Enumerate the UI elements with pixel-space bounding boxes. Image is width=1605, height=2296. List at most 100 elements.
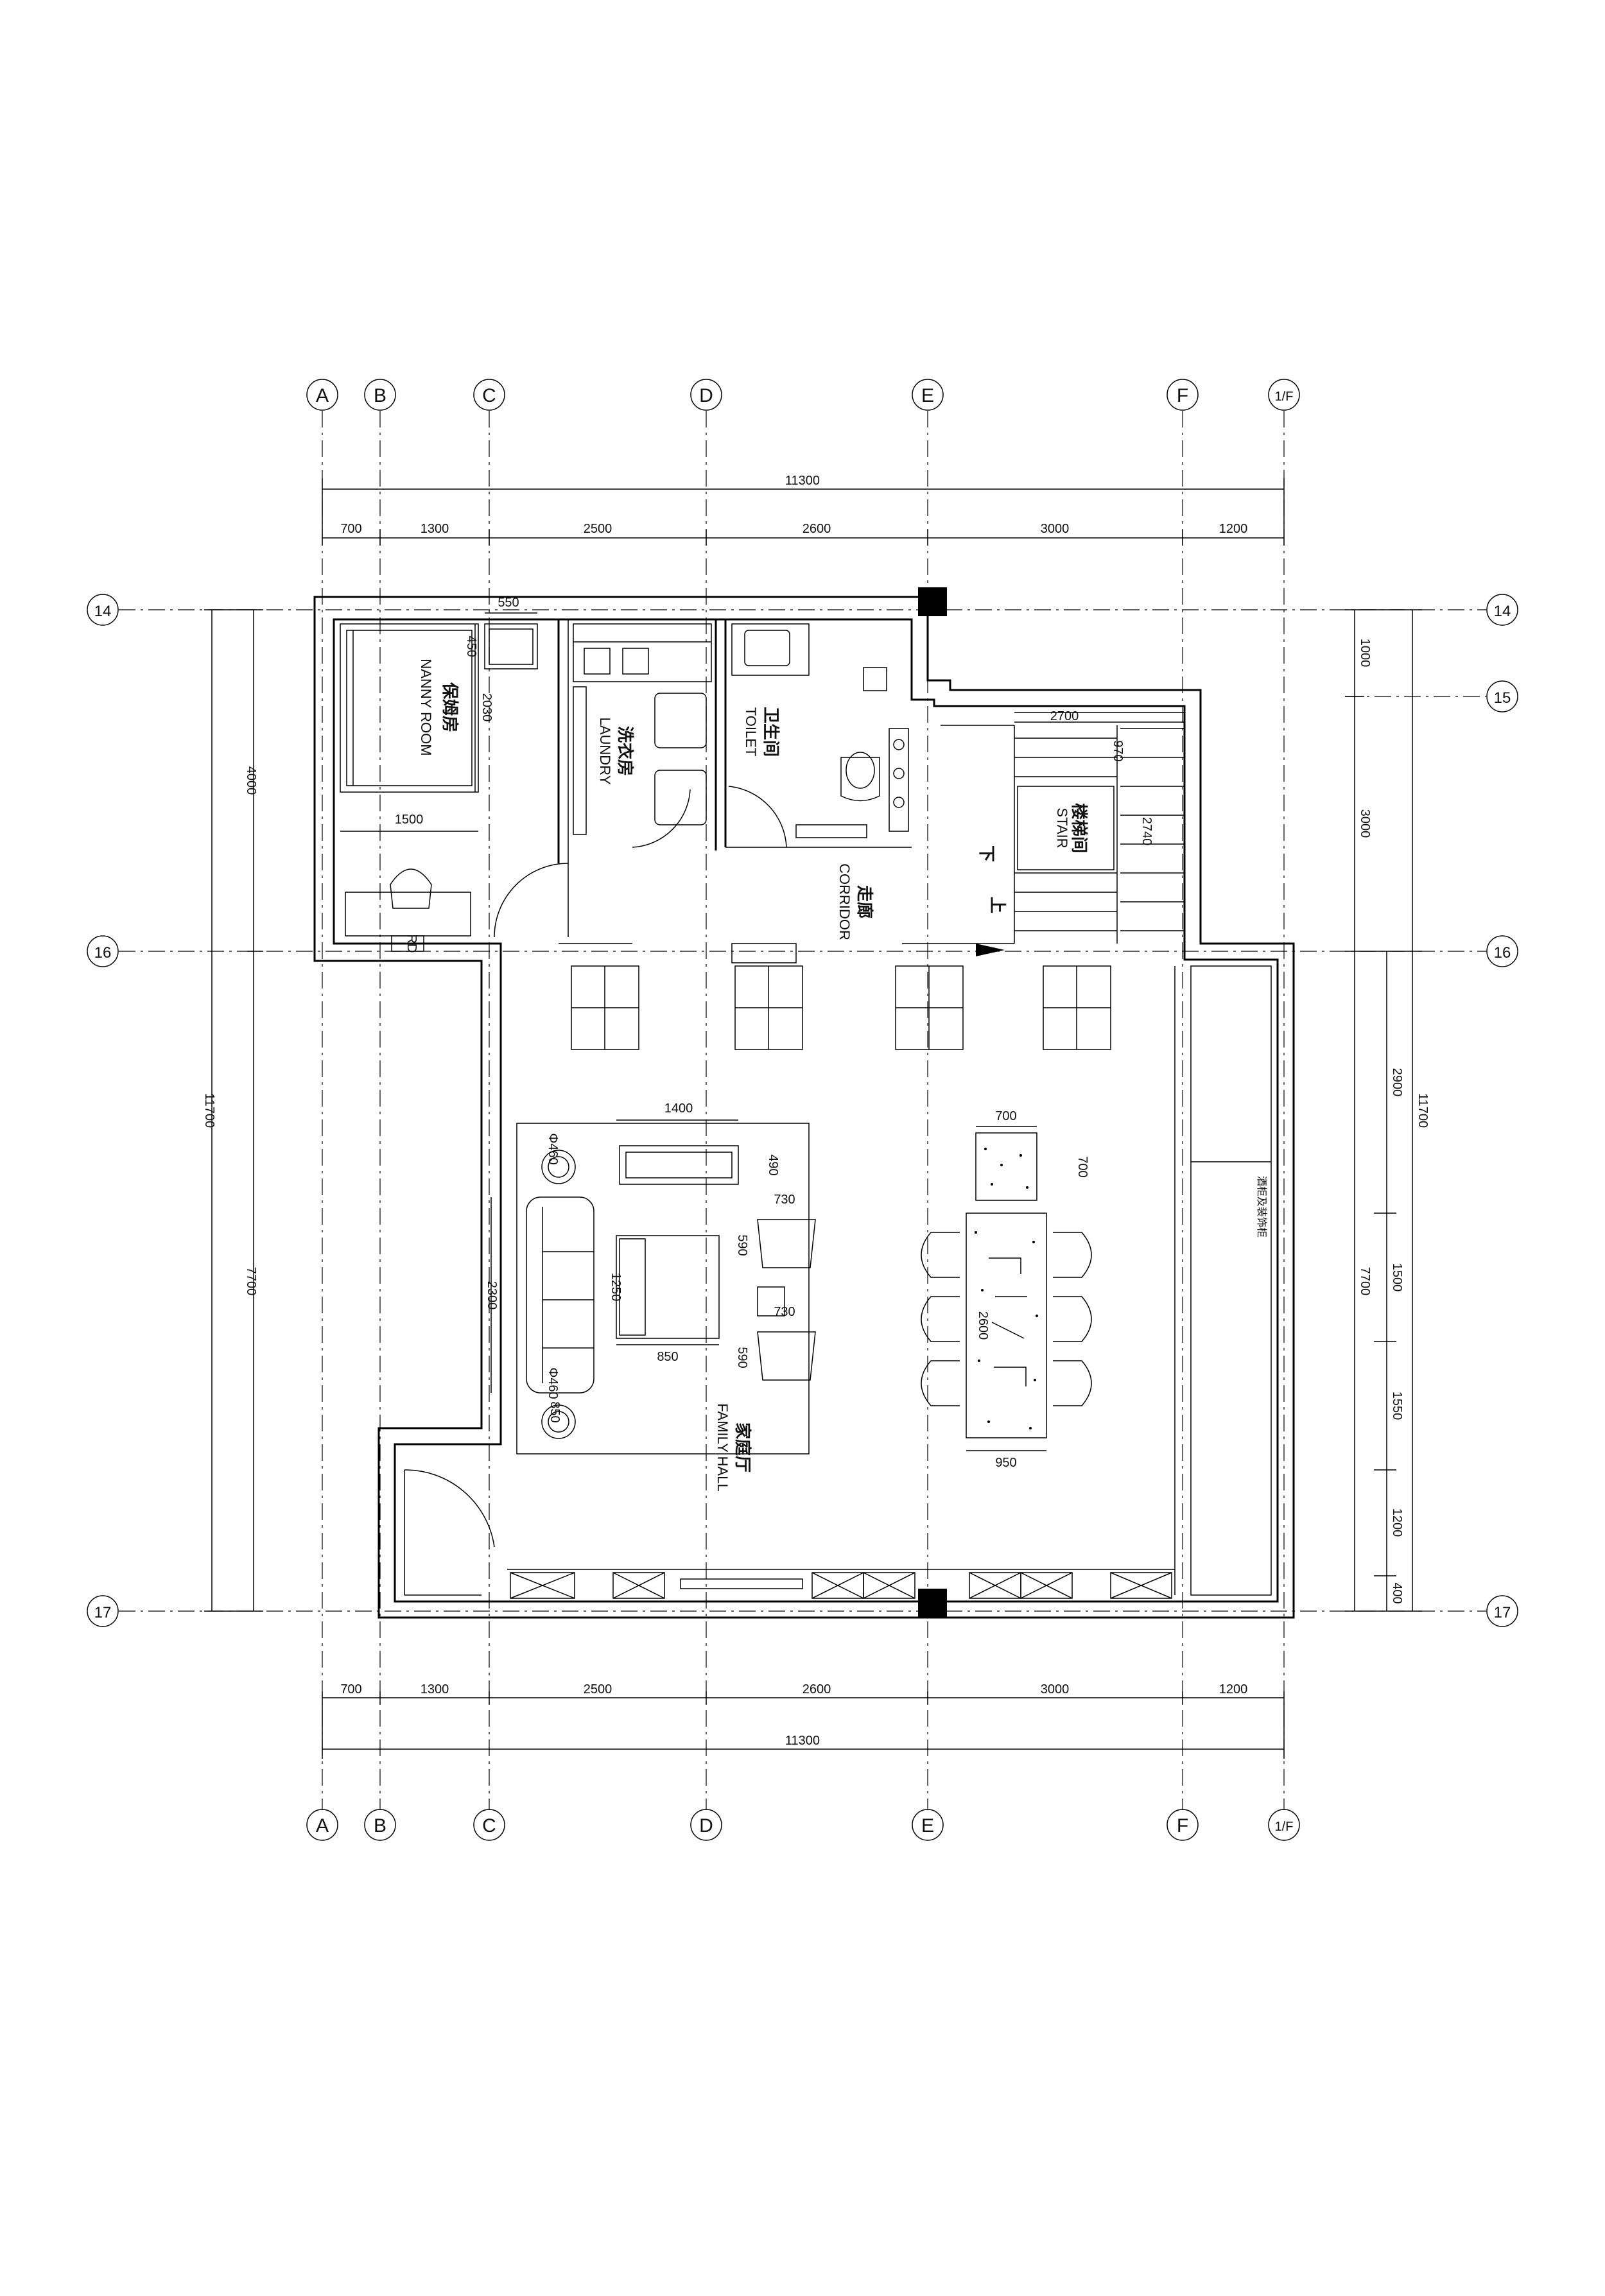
dimension-label: 2300 xyxy=(485,1281,499,1310)
grid-label: B xyxy=(374,385,386,406)
dimension-label: 1200 xyxy=(1390,1508,1404,1537)
bottom-cabinets xyxy=(507,1569,1175,1599)
dimension-label: 11300 xyxy=(785,1734,820,1748)
grid-bubbles-bottom: A B C D E F 1/F xyxy=(306,1809,1300,1841)
family-hall: 酒柜及装饰柜 xyxy=(404,943,1272,1599)
door-swing xyxy=(728,786,787,848)
arrow-marker xyxy=(976,944,1005,956)
dimension-label: 590 xyxy=(735,1347,749,1368)
stair-down-label: 下 xyxy=(977,845,996,862)
sofa xyxy=(526,1196,594,1394)
dimension-label: 2500 xyxy=(584,1682,612,1696)
room-label-toilet-cn: 卫生间 xyxy=(761,707,781,757)
door-swing xyxy=(404,1469,495,1548)
grid-label: A xyxy=(316,1815,329,1836)
dimension-label: 850 xyxy=(548,1401,562,1422)
rug xyxy=(516,1123,810,1454)
dimension-bottom: 700 1300 2500 2600 3000 1200 11300 xyxy=(322,1682,1285,1759)
door-swing xyxy=(494,863,569,938)
dimension-label: 2740 xyxy=(1140,817,1154,846)
vanity xyxy=(731,623,810,676)
dimension-label: 3000 xyxy=(1358,809,1372,838)
dimension-top: 11300 700 1300 2500 2600 3000 1200 xyxy=(322,474,1285,546)
cabinet-note: 酒柜及装饰柜 xyxy=(1256,1176,1267,1238)
dimension-label: 1500 xyxy=(1390,1263,1404,1292)
side-table xyxy=(541,1150,576,1184)
dimension-label: 700 xyxy=(1075,1156,1089,1177)
nanny-room: RD 550 450 2030 1500 保姆房 NANNY ROOM xyxy=(340,596,569,953)
grid-bubbles-top: A B C D E F 1/F xyxy=(306,379,1300,411)
desk xyxy=(345,892,471,937)
grid-label: D xyxy=(699,1815,713,1836)
rd-label: RD xyxy=(404,935,419,953)
top-cabinets xyxy=(571,943,1111,1050)
armchair xyxy=(757,1219,816,1268)
chair xyxy=(390,868,432,909)
column xyxy=(918,1589,947,1618)
door-swing xyxy=(632,789,691,848)
dimension-label: 730 xyxy=(774,1305,795,1319)
dimension-label: 3000 xyxy=(1041,522,1070,536)
grid-label: C xyxy=(482,385,496,406)
wc-toilet xyxy=(840,757,880,802)
dimension-label: 1300 xyxy=(421,522,449,536)
grid-label: B xyxy=(374,1815,386,1836)
grid-bubbles-left: 14 16 17 xyxy=(87,594,119,1627)
nightstand xyxy=(484,623,538,669)
armchair xyxy=(757,1331,816,1381)
dimension-label: 11700 xyxy=(202,1093,216,1128)
dimension-right: 1000 3000 2900 1500 1550 1200 400 7700 1… xyxy=(1345,609,1430,1612)
dimension-label: 7700 xyxy=(1358,1267,1372,1296)
room-label-toilet-en: TOILET xyxy=(743,707,759,757)
dimension-label: 2600 xyxy=(802,522,831,536)
grid-label: 1/F xyxy=(1275,1820,1294,1834)
dimension-label: 3000 xyxy=(1041,1682,1070,1696)
grid-label: 14 xyxy=(1494,603,1511,620)
dining-chairs xyxy=(921,1232,1092,1406)
dimension-label: 490 xyxy=(766,1154,780,1175)
dimension-label: 2600 xyxy=(802,1682,831,1696)
dimension-label: 700 xyxy=(340,1682,361,1696)
dimension-label: 2900 xyxy=(1390,1068,1404,1097)
dimension-label: 730 xyxy=(774,1193,795,1207)
grid-label: F xyxy=(1177,385,1188,406)
room-label-stair-cn: 楼梯间 xyxy=(1070,803,1089,853)
floor-drain xyxy=(863,667,887,691)
dimension-label: 590 xyxy=(735,1234,749,1256)
grid-label: 17 xyxy=(94,1604,112,1621)
grid-lines xyxy=(119,411,1486,1810)
room-label-nanny-en: NANNY ROOM xyxy=(418,659,434,755)
outer-walls xyxy=(313,587,1295,1619)
dimension-label: Φ460 xyxy=(546,1133,560,1164)
room-label-laundry-en: LAUNDRY xyxy=(597,718,613,785)
room-label-nanny-cn: 保姆房 xyxy=(440,682,460,732)
bed xyxy=(340,623,479,793)
grid-label: C xyxy=(482,1815,496,1836)
laundry-room: 洗衣房 LAUNDRY xyxy=(573,619,717,850)
dimension-label: 700 xyxy=(340,522,361,536)
tv-console xyxy=(619,1145,739,1185)
dimension-label: 7700 xyxy=(244,1267,258,1296)
room-label-family-en: FAMILY HALL xyxy=(715,1403,731,1491)
dimension-label: 700 xyxy=(995,1109,1016,1123)
dimension-label: 970 xyxy=(1111,740,1125,761)
coffee-table xyxy=(616,1235,720,1339)
dining-table xyxy=(966,1213,1047,1438)
room-label-corridor-cn: 走廊 xyxy=(855,885,874,919)
stair-treads xyxy=(1014,712,1184,931)
stair-up-label: 上 xyxy=(988,897,1007,913)
grid-label: 16 xyxy=(94,944,112,962)
dimension-label: 1200 xyxy=(1219,1682,1248,1696)
dimension-label: 950 xyxy=(995,1456,1016,1470)
dimension-label: 550 xyxy=(498,596,519,610)
room-label-stair-en: STAIR xyxy=(1054,807,1070,848)
dryer xyxy=(654,770,707,825)
toilet-room: 卫生间 TOILET xyxy=(724,619,912,848)
grid-label: 14 xyxy=(94,603,112,620)
shower-curb xyxy=(795,824,867,838)
grid-label: A xyxy=(316,385,329,406)
column xyxy=(918,587,947,616)
grid-label: E xyxy=(921,385,934,406)
dimension-left: 11700 4000 7700 xyxy=(202,609,263,1612)
